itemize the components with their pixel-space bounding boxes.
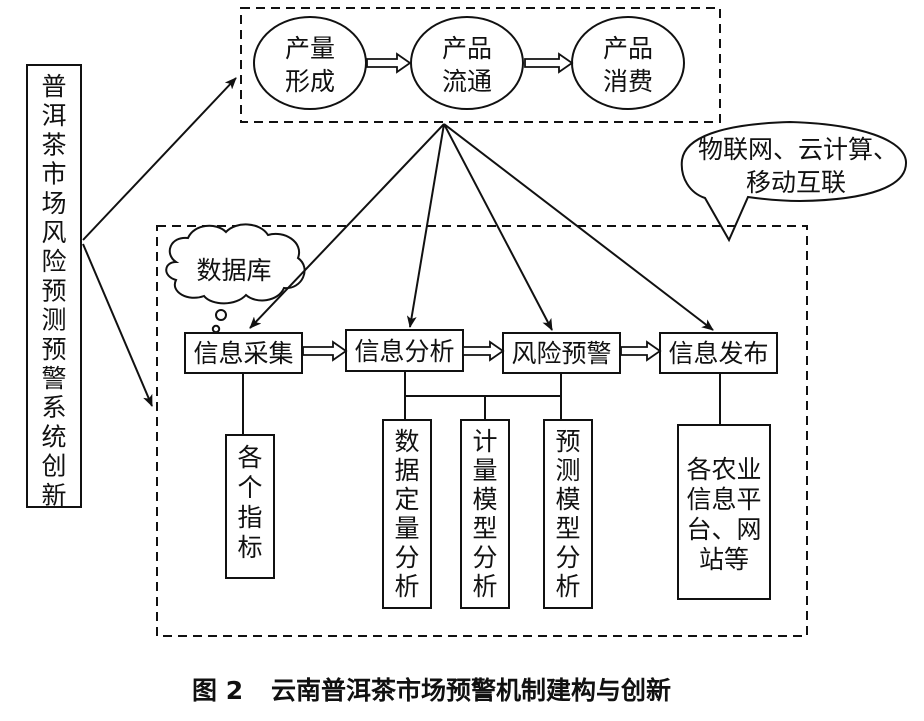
root-box: 普洱茶市场风险预测预警系统创新 [26,64,82,510]
sub-quant: 数据定量分析 [382,419,432,609]
root-label: 普洱茶市场风险预测预警系统创新 [41,72,66,510]
node-circulation: 产品流通 [410,16,524,110]
hollow-arrow-analysis-warning [462,340,505,362]
sub-predict: 预测模型分析 [543,419,593,609]
tech-cloud-bubble: 物联网、云计算、 移动互联 [680,120,908,243]
node-production-label: 产量形成 [285,34,335,96]
tech-cloud-line-2: 移动互联 [746,168,846,197]
step-collection: 信息采集 [184,332,303,374]
hollow-arrow-production-circulation [366,52,412,74]
arrow-flow-to-publish [443,123,714,331]
caption-title: 云南普洱茶市场预警机制建构与创新 [271,676,671,705]
caption-figure-number: 图 2 [192,676,243,705]
step-warning-label: 风险预警 [511,339,611,368]
hollow-arrow-collection-analysis [302,340,348,362]
system-region [156,225,808,637]
step-analysis: 信息分析 [345,329,464,372]
figure-caption: 图 2 云南普洱茶市场预警机制建构与创新 [192,676,671,705]
flow-region [240,7,721,123]
arrow-flow-to-analysis [406,123,445,328]
sub-platforms: 各农业 信息平 台、网 站等 [677,424,771,600]
thought-dot-small [211,324,221,334]
step-publish: 信息发布 [659,332,778,374]
hollow-arrow-circulation-consumption [524,52,574,74]
arrow-flow-to-collection [249,123,445,329]
database-label: 数据库 [196,256,271,285]
node-production: 产量形成 [253,16,367,110]
hollow-arrow-warning-publish [620,340,662,362]
thought-dot-large [215,309,227,321]
tech-cloud-line-1: 物联网、云计算、 [698,135,898,164]
arrow-flow-to-warning [443,123,553,331]
sub-quant-label: 数据定量分析 [394,427,419,601]
arrow-root-to-flow [82,77,237,241]
sub-indicators: 各个指标 [225,434,275,579]
database-cloud: 数据库 [165,223,306,334]
sub-platforms-line-1: 各农业 [686,455,761,484]
node-circulation-label: 产品流通 [442,34,492,96]
step-publish-label: 信息发布 [668,339,768,368]
sub-model-label: 计量模型分析 [472,427,497,601]
sub-indicators-label: 各个指标 [237,443,262,562]
step-analysis-label: 信息分析 [354,337,454,366]
node-consumption-label: 产品消费 [603,34,653,96]
sub-predict-label: 预测模型分析 [555,427,580,601]
node-consumption: 产品消费 [571,16,685,110]
sub-platforms-line-2: 信息平 [686,485,761,514]
sub-model: 计量模型分析 [460,419,510,609]
step-warning: 风险预警 [502,332,621,374]
step-collection-label: 信息采集 [193,339,293,368]
sub-platforms-line-3: 台、网 [686,515,761,544]
sub-platforms-line-4: 站等 [699,545,749,574]
arrow-root-to-system [82,243,153,407]
